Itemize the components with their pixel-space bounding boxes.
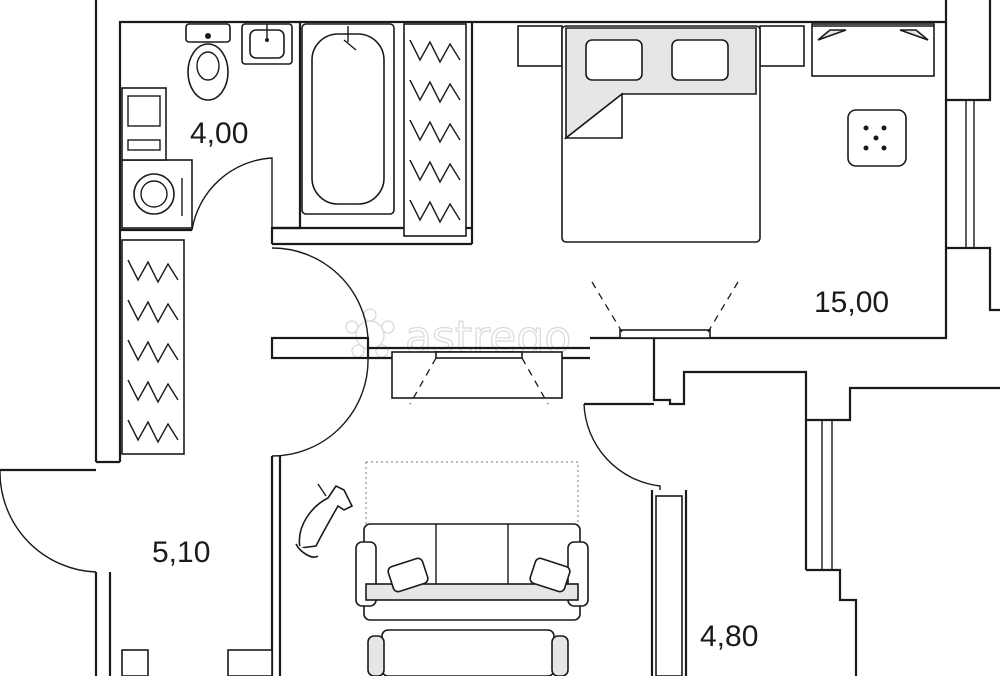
shoe-rack — [121, 649, 149, 676]
bathroom-fixtures — [121, 23, 395, 229]
watermark-logo-icon — [345, 308, 395, 358]
bed-icon — [561, 25, 761, 243]
hallway-closet — [121, 239, 185, 455]
desk-icon — [811, 23, 935, 77]
entrance-door — [0, 469, 97, 573]
cushion-icon — [387, 557, 429, 593]
nightstand-left — [517, 25, 563, 67]
tv-cabinet-icon — [391, 351, 563, 405]
room-area-hallway: 5,10 — [152, 536, 210, 569]
toilet-icon — [185, 23, 231, 101]
nightstand-right — [759, 25, 805, 67]
cushion-icon — [529, 557, 571, 593]
stool-icon — [847, 109, 907, 167]
tv-stand-icon — [591, 281, 739, 339]
room-labels: 4,00 15,00 5,10 4,80 — [152, 117, 889, 653]
bedroom-furniture — [517, 23, 935, 339]
rug-outline — [365, 461, 579, 527]
doors — [0, 157, 661, 573]
water-heater-icon — [121, 87, 167, 161]
bathroom-door — [191, 157, 273, 244]
dog-icon — [295, 483, 354, 558]
table-icon — [367, 629, 569, 676]
pillow-icon — [671, 39, 729, 81]
bathtub-icon — [301, 23, 395, 215]
room-area-bathroom: 4,00 — [190, 117, 248, 150]
bench — [227, 649, 273, 676]
room-area-kitchen: 4,80 — [700, 620, 758, 653]
kitchen-door — [583, 403, 661, 490]
sink-icon — [241, 23, 293, 65]
hallway-furniture — [121, 649, 273, 676]
kitchen-counter — [655, 495, 683, 676]
pillow-icon — [585, 39, 643, 81]
sofa-icon — [355, 523, 589, 621]
room-area-bedroom: 15,00 — [814, 286, 889, 319]
bedroom-door — [271, 247, 369, 339]
wardrobes — [121, 23, 683, 676]
living-furniture — [295, 351, 589, 676]
washing-machine-icon — [121, 159, 193, 229]
living-door — [271, 357, 369, 457]
